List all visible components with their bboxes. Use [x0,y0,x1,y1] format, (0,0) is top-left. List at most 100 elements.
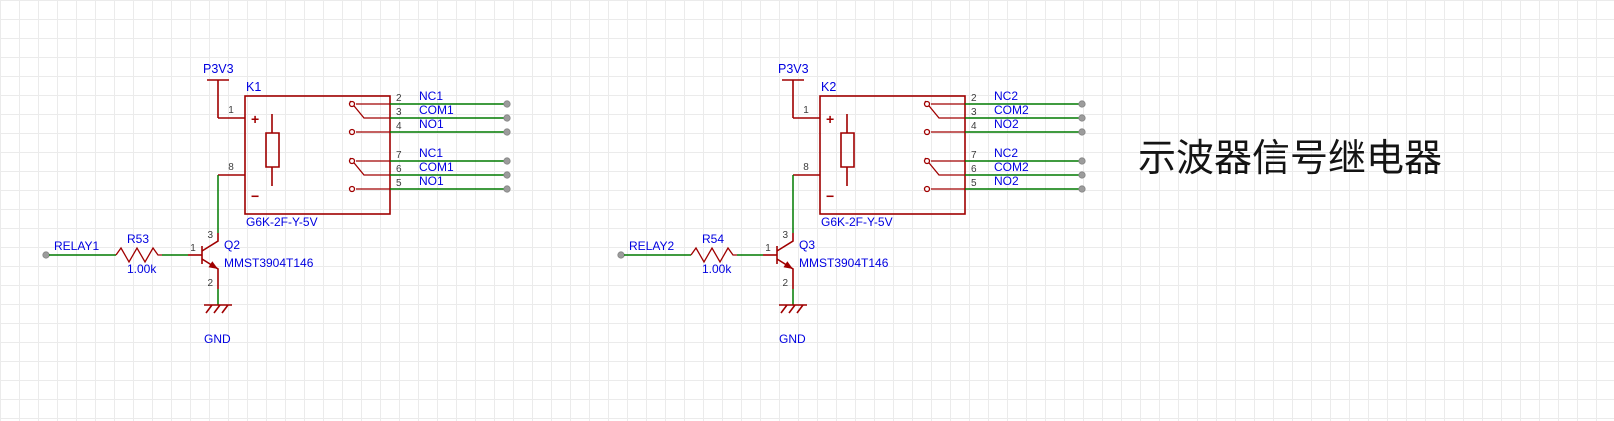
transistor-pin-number: 2 [782,278,788,289]
relay-pole1 [924,100,965,133]
ground-symbol[interactable]: GND [779,304,807,346]
pin-number: 3 [396,107,402,118]
ground-net-label[interactable]: GND [779,332,806,346]
relay-symbol[interactable]: K1 1 8 + − 2 3 4 7 6 5 G6K-2F-Y-5V [218,80,402,229]
relay-body [244,95,391,215]
io-pad[interactable] [503,171,511,179]
resistor-symbol[interactable]: R54 1.00k [690,232,737,276]
pin-number-coil-minus: 8 [228,162,234,173]
resistor-value-label[interactable]: 1.00k [127,262,157,276]
pin-number: 2 [396,93,402,104]
net-label[interactable]: NC2 [994,146,1018,160]
io-pad[interactable] [503,128,511,136]
io-pad[interactable] [503,185,511,193]
io-pad[interactable] [42,251,50,259]
io-pad[interactable] [1078,100,1086,108]
power-net-label[interactable]: P3V3 [203,62,234,76]
relay-pole2 [924,157,965,190]
pin-number: 4 [396,121,402,132]
contact-nets: NC2 COM2 NO2 NC2 COM2 NO2 [965,89,1086,193]
polarity-minus-mark: − [826,188,834,204]
relay-pole1 [349,100,390,133]
input-net-label[interactable]: RELAY2 [629,239,674,253]
transistor-part-label[interactable]: MMST3904T146 [799,256,889,270]
relay-ref-label[interactable]: K1 [246,80,261,94]
resistor-ref-label[interactable]: R53 [127,232,149,246]
nc-contact-circle [348,100,356,108]
nc-contact-circle [348,157,356,165]
pin-number: 5 [971,178,977,189]
pin-number: 4 [971,121,977,132]
pin-number: 6 [971,164,977,175]
resistor-zigzag [690,246,737,264]
relay-part-label[interactable]: G6K-2F-Y-5V [246,215,318,229]
ground-glyph [204,304,232,314]
relay-coil-pin-stubs [218,117,245,176]
relay-pole2 [349,157,390,190]
relay-coil [265,114,280,186]
ground-net-label[interactable]: GND [204,332,231,346]
no-contact-circle [923,128,931,136]
resistor-value-label[interactable]: 1.00k [702,262,732,276]
resistor-symbol[interactable]: R53 1.00k [115,232,162,276]
net-label[interactable]: COM2 [994,103,1029,117]
resistor-zigzag [115,246,162,264]
pin-number: 3 [971,107,977,118]
polarity-plus-mark: + [251,111,259,127]
transistor-symbol[interactable]: 1 3 2 Q3 MMST3904T146 [763,230,889,289]
schematic-title[interactable]: 示波器信号继电器 [1138,138,1442,180]
io-pad[interactable] [1078,128,1086,136]
ground-symbol[interactable]: GND [204,304,232,346]
transistor-part-label[interactable]: MMST3904T146 [224,256,314,270]
power-flag[interactable]: P3V3 [203,62,234,118]
no-contact-circle [923,185,931,193]
transistor-pin-number: 1 [765,243,771,254]
pin-number-coil-minus: 8 [803,162,809,173]
transistor-pin-number: 3 [782,230,788,241]
polarity-plus-mark: + [826,111,834,127]
relay-ref-label[interactable]: K2 [821,80,836,94]
transistor-ref-label[interactable]: Q3 [799,238,815,252]
transistor-ref-label[interactable]: Q2 [224,238,240,252]
resistor-ref-label[interactable]: R54 [702,232,724,246]
nc-contact-circle [923,157,931,165]
net-label[interactable]: COM2 [994,160,1029,174]
power-net-label[interactable]: P3V3 [778,62,809,76]
pin-number: 5 [396,178,402,189]
relay-coil [840,114,855,186]
io-pad[interactable] [1078,114,1086,122]
no-contact-circle [348,185,356,193]
net-label[interactable]: COM1 [419,103,454,117]
nc-contact-circle [923,100,931,108]
relay-symbol[interactable]: K2 1 8 + − 2 3 4 7 6 5 G6K-2F-Y-5V [793,80,977,229]
emitter-arrow [783,261,793,269]
net-label[interactable]: NC2 [994,89,1018,103]
relay-channel-2: P3V3 K2 1 8 + − 2 3 4 7 6 5 G6K-2F-Y-5V [617,62,1086,346]
net-label[interactable]: NO2 [994,174,1019,188]
net-label[interactable]: COM1 [419,160,454,174]
net-label[interactable]: NC1 [419,89,443,103]
pin-number: 7 [971,150,977,161]
net-label[interactable]: NO2 [994,117,1019,131]
transistor-collector [201,233,219,252]
power-flag[interactable]: P3V3 [778,62,809,118]
io-pad[interactable] [503,157,511,165]
io-pad[interactable] [617,251,625,259]
io-pad[interactable] [503,114,511,122]
input-net-label[interactable]: RELAY1 [54,239,99,253]
relay-part-label[interactable]: G6K-2F-Y-5V [821,215,893,229]
io-pad[interactable] [1078,171,1086,179]
transistor-collector [776,233,794,252]
net-label[interactable]: NC1 [419,146,443,160]
net-label[interactable]: NO1 [419,174,444,188]
io-pad[interactable] [1078,185,1086,193]
transistor-pin-number: 1 [190,243,196,254]
io-pad[interactable] [1078,157,1086,165]
transistor-symbol[interactable]: 1 3 2 Q2 MMST3904T146 [188,230,314,289]
io-pad[interactable] [503,100,511,108]
no-contact-circle [348,128,356,136]
transistor-pin-number: 3 [207,230,213,241]
net-label[interactable]: NO1 [419,117,444,131]
